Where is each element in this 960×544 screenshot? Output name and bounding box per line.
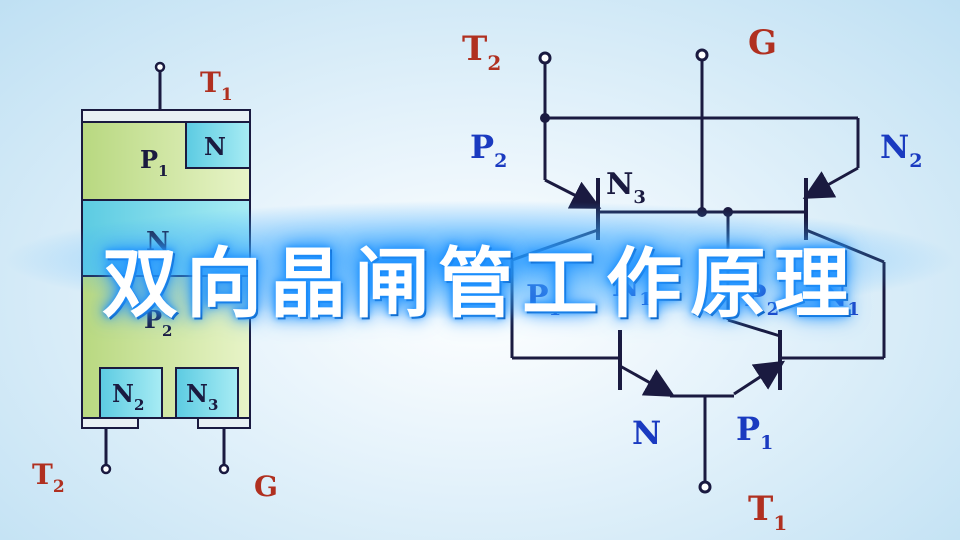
bottom-right-contact — [197, 417, 251, 429]
bottom-left-contact — [81, 417, 139, 429]
n3-region — [175, 367, 239, 419]
lower-right-emitter — [733, 360, 786, 396]
p1-label: P1 — [140, 145, 168, 180]
circuit-g-dot — [695, 48, 709, 62]
upper-right-emitter — [802, 166, 859, 199]
n2-region — [99, 367, 163, 419]
structure-g-label: G — [254, 470, 278, 503]
page-title: 双向晶闸管工作原理 — [102, 239, 858, 328]
circuit-p1-bottom-label: P1 — [736, 410, 773, 454]
mid-to-right-base — [727, 318, 781, 338]
junction-t2 — [540, 113, 550, 123]
structure-t2-label: T2 — [32, 458, 65, 497]
t2-terminal-dot — [100, 463, 112, 475]
structure-t1-label: T1 — [200, 66, 233, 105]
circuit-t1-label: T1 — [748, 489, 787, 535]
circuit-n2-label: N2 — [880, 128, 922, 172]
circuit-g-label: G — [748, 23, 777, 63]
circuit-p2-label: P2 — [470, 128, 507, 172]
n-top-label: N — [204, 132, 226, 161]
title-glow — [0, 200, 960, 320]
top-contact — [81, 109, 251, 123]
n3-label: N3 — [186, 379, 218, 414]
n-top-region — [185, 121, 251, 169]
circuit-t1-dot — [698, 480, 712, 494]
g-terminal-dot — [218, 463, 230, 475]
t1-terminal-dot — [154, 61, 166, 73]
circuit-t2-dot — [538, 51, 552, 65]
circuit-n-bottom-label: N — [632, 414, 661, 452]
lower-left-emitter — [619, 364, 676, 397]
circuit-t2-label: T2 — [462, 29, 501, 75]
n2-label: N2 — [112, 379, 144, 414]
